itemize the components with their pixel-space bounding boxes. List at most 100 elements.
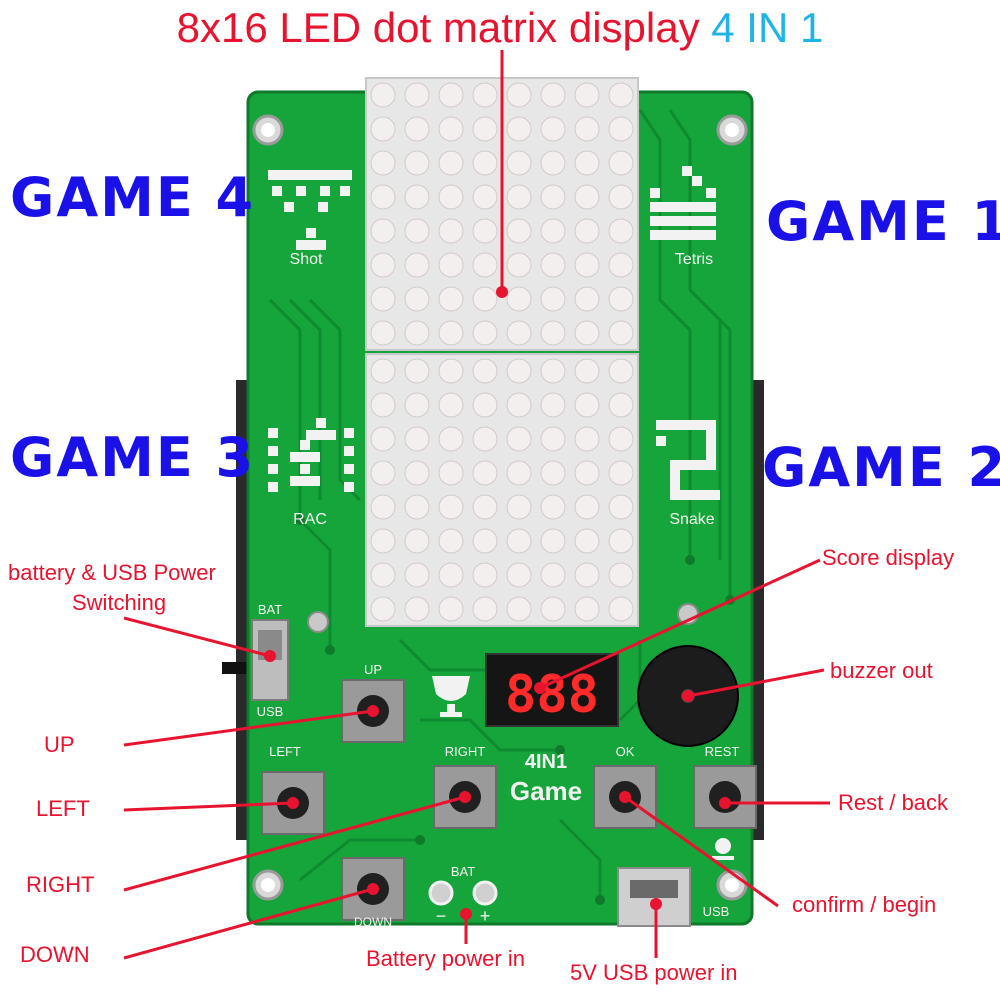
led-dot — [608, 184, 634, 210]
led-dot — [370, 116, 396, 142]
led-dot — [438, 358, 464, 384]
right-callout: RIGHT — [26, 872, 95, 897]
led-dot — [472, 184, 498, 210]
led-dot — [574, 358, 600, 384]
brand-line1: 4IN1 — [525, 751, 567, 773]
led-dot — [574, 116, 600, 142]
rac-game-icon — [268, 418, 354, 492]
led-dot — [370, 150, 396, 176]
led-dot — [438, 392, 464, 418]
screw-left — [307, 611, 329, 633]
skull-icon — [712, 838, 734, 860]
led-dot — [438, 320, 464, 346]
led-dot — [506, 528, 532, 554]
game-3-label: GAME 3 — [10, 426, 256, 489]
led-dot — [370, 528, 396, 554]
led-dot — [506, 392, 532, 418]
led-dot — [506, 596, 532, 622]
power-switch-callout-line1: battery & USB Power — [8, 560, 216, 585]
tetris-game-icon — [650, 166, 716, 240]
rest-silk-label: REST — [705, 744, 740, 759]
led-dot — [574, 460, 600, 486]
led-dot — [472, 82, 498, 108]
led-dot — [574, 218, 600, 244]
led-dot — [506, 358, 532, 384]
led-dot — [506, 116, 532, 142]
switch-lever — [222, 662, 252, 674]
led-dot — [608, 116, 634, 142]
led-dot — [370, 494, 396, 520]
led-dot — [404, 150, 430, 176]
led-dot — [438, 494, 464, 520]
led-dot — [438, 184, 464, 210]
led-dot — [506, 150, 532, 176]
led-dot — [404, 596, 430, 622]
tetris-label: Tetris — [675, 251, 713, 268]
led-dot — [540, 286, 566, 312]
led-dot — [540, 528, 566, 554]
led-dot — [608, 252, 634, 278]
led-dot — [540, 494, 566, 520]
led-dot — [540, 358, 566, 384]
led-dot — [472, 392, 498, 418]
bat-terminal-label: BAT — [451, 864, 475, 879]
usb-switch-label: USB — [257, 704, 284, 719]
battery-power-in-callout: Battery power in — [366, 946, 525, 971]
led-dot — [506, 426, 532, 452]
led-dot — [608, 528, 634, 554]
led-dot — [370, 218, 396, 244]
led-dot — [370, 184, 396, 210]
led-dot — [472, 286, 498, 312]
led-dot — [574, 494, 600, 520]
shot-label: Shot — [290, 251, 323, 268]
game-1-label: GAME 1 — [766, 190, 1000, 253]
led-dot — [370, 426, 396, 452]
led-dot — [438, 150, 464, 176]
led-dot — [370, 82, 396, 108]
led-dot — [608, 82, 634, 108]
led-dot — [506, 460, 532, 486]
led-dot — [472, 320, 498, 346]
led-dot — [506, 494, 532, 520]
battery-terminal-minus — [428, 880, 454, 906]
led-dot — [506, 320, 532, 346]
led-dot — [370, 252, 396, 278]
led-dot — [438, 286, 464, 312]
led-dot — [472, 116, 498, 142]
led-dot — [574, 392, 600, 418]
led-dot — [540, 596, 566, 622]
buzzer-out-callout: buzzer out — [830, 658, 933, 683]
bat-switch-label: BAT — [258, 602, 282, 617]
led-dot — [370, 596, 396, 622]
led-dot — [574, 528, 600, 554]
led-dot — [608, 358, 634, 384]
usb-power-in-callout: 5V USB power in — [570, 960, 738, 985]
down-callout: DOWN — [20, 942, 90, 967]
led-dot — [438, 218, 464, 244]
led-dot — [472, 218, 498, 244]
led-dot — [404, 320, 430, 346]
led-dot — [608, 286, 634, 312]
led-dot — [608, 494, 634, 520]
led-dot — [540, 116, 566, 142]
led-dot — [540, 460, 566, 486]
led-dot — [574, 184, 600, 210]
led-dot — [506, 218, 532, 244]
title-main: 8x16 LED dot matrix display — [176, 4, 700, 51]
led-dot — [404, 286, 430, 312]
right-silk-label: RIGHT — [445, 744, 486, 759]
led-dot — [506, 562, 532, 588]
led-dot — [608, 426, 634, 452]
led-dot — [540, 150, 566, 176]
led-dot — [438, 528, 464, 554]
led-dot — [438, 596, 464, 622]
led-dot — [438, 562, 464, 588]
led-dot — [608, 392, 634, 418]
led-dot — [404, 252, 430, 278]
led-dot — [540, 184, 566, 210]
led-dot — [404, 460, 430, 486]
led-dot — [370, 286, 396, 312]
plus-label: + — [480, 906, 491, 926]
down-silk-label: DOWN — [354, 915, 392, 929]
